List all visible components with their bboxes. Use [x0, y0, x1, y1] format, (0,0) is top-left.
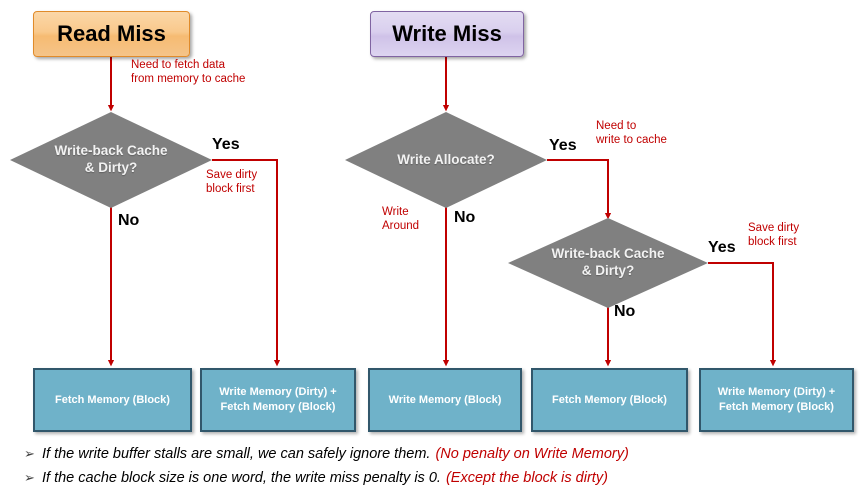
edge-label-wb2-yes: Yes [708, 239, 736, 256]
decision-write-writeback-dirty-label: Write-back Cache & Dirty? [551, 246, 665, 278]
note-item-1-paren: (No penalty on Write Memory) [435, 446, 629, 462]
terminal-write-miss[interactable]: Write Miss [370, 11, 524, 57]
process-box-4[interactable]: Fetch Memory (Block) [531, 368, 688, 432]
process-box-5[interactable]: Write Memory (Dirty) + Fetch Memory (Blo… [699, 368, 854, 432]
note-item-2-main: If the cache block size is one word, the… [42, 469, 441, 486]
edge-label-allocate-no: No [454, 209, 476, 226]
wire-wb2-yes-to-proc5 [708, 262, 777, 367]
decision-write-allocate-label: Write Allocate? [397, 151, 495, 167]
edge-label-wb2-no: No [614, 303, 636, 320]
notes-list: ➢ If the write buffer stalls are small, … [0, 446, 861, 493]
note-item-1-main: If the write buffer stalls are small, we… [42, 446, 431, 462]
process-box-1-label: Fetch Memory (Block) [55, 393, 170, 406]
process-box-2[interactable]: Write Memory (Dirty) + Fetch Memory (Blo… [200, 368, 356, 432]
edge-label-read-yes: Yes [212, 136, 240, 153]
process-box-3[interactable]: Write Memory (Block) [368, 368, 522, 432]
terminal-read-miss-label: Read Miss [57, 21, 166, 46]
note-item-1: ➢ If the write buffer stalls are small, … [0, 446, 861, 463]
bullet-arrow-icon: ➢ [24, 446, 35, 461]
edge-note-need-fetch-data: Need to fetch data from memory to cache [131, 59, 246, 86]
terminal-write-miss-label: Write Miss [392, 21, 502, 46]
decision-read-writeback-dirty[interactable]: Write-back Cache & Dirty? [10, 112, 212, 208]
note-item-2: ➢ If the cache block size is one word, t… [0, 470, 861, 487]
edge-label-allocate-yes: Yes [549, 137, 577, 154]
process-box-3-label: Write Memory (Block) [388, 393, 502, 406]
edge-note-wb2-save-dirty: Save dirty block first [748, 222, 800, 249]
edge-label-read-no: No [118, 212, 140, 229]
process-box-5-label: Write Memory (Dirty) + Fetch Memory (Blo… [717, 386, 836, 413]
decision-write-writeback-dirty[interactable]: Write-back Cache & Dirty? [508, 218, 708, 308]
edge-note-need-write-to-cache: Need to write to cache [596, 120, 667, 147]
process-box-2-label: Write Memory (Dirty) + Fetch Memory (Blo… [219, 386, 337, 413]
process-box-4-label: Fetch Memory (Block) [552, 393, 667, 406]
wire-allocate-yes-to-writeback [547, 159, 612, 220]
edge-note-read-save-dirty: Save dirty block first [206, 169, 258, 196]
edge-note-write-around: Write Around [382, 206, 420, 233]
process-box-1[interactable]: Fetch Memory (Block) [33, 368, 192, 432]
decision-write-allocate[interactable]: Write Allocate? [345, 112, 547, 208]
terminal-read-miss[interactable]: Read Miss [33, 11, 190, 57]
bullet-arrow-icon: ➢ [24, 469, 35, 485]
note-item-2-paren: (Except the block is dirty) [445, 469, 608, 486]
decision-read-writeback-dirty-label: Write-back Cache & Dirty? [54, 143, 168, 175]
